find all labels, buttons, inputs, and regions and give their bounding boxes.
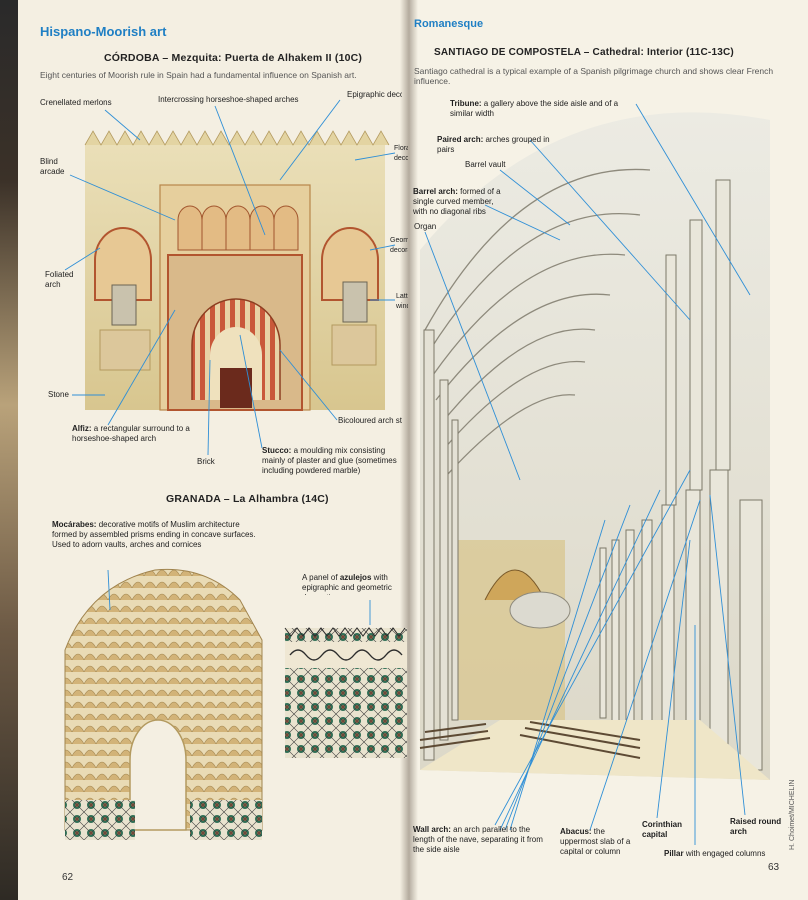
book-edge-background: [0, 0, 18, 900]
abacus-text: the uppermost slab of a capital or colum…: [560, 827, 631, 856]
label-wall-arch: Wall arch: an arch parallel to the lengt…: [413, 825, 553, 855]
label-lattice: Lattice window: [396, 293, 408, 310]
stucco-term: Stucco:: [262, 446, 292, 455]
section-title-romanesque: Romanesque: [414, 18, 484, 30]
abacus-term: Abacus:: [560, 827, 592, 836]
label-stucco: Stucco: a moulding mix consisting mainly…: [262, 446, 407, 498]
label-bicoloured: Bicoloured arch stones: [338, 416, 402, 425]
paired-text: arches grouped in pairs: [437, 135, 550, 154]
label-mocarabes: Mocárabes: decorative motifs of Muslim a…: [52, 520, 262, 550]
azulejos-term: azulejos: [339, 573, 372, 582]
alfiz-term: Alfiz:: [72, 424, 92, 433]
tribune-text: a gallery above the side aisle and of a …: [450, 99, 619, 118]
label-alfiz: Alfiz: a rectangular surround to a horse…: [72, 424, 202, 444]
label-foliated-arch: Foliated arch: [45, 270, 74, 289]
label-brick: Brick: [197, 457, 215, 466]
azulejos-post: with epigraphic and geometric decoration: [302, 573, 392, 595]
label-organ: Organ: [414, 222, 437, 231]
page-number-right: 63: [768, 862, 780, 873]
section-title-hispano-moorish: Hispano-Moorish art: [40, 24, 167, 39]
page-number-left: 62: [62, 872, 74, 883]
pillar-text: with engaged columns: [685, 849, 766, 858]
barrel-arch-term: Barrel arch:: [413, 187, 458, 196]
label-corinthian-capital: Corinthian capital: [642, 820, 682, 839]
label-geometric: Geometric decoration: [390, 237, 408, 254]
label-stone: Stone: [48, 390, 69, 399]
label-paired-arch: Paired arch: arches grouped in pairs: [437, 135, 557, 155]
label-tribune: Tribune: a gallery above the side aisle …: [450, 99, 640, 119]
illustration-credit: H. Choimet/MICHELIN: [789, 779, 796, 850]
label-intercrossing-arches: Intercrossing horseshoe-shaped arches: [158, 95, 299, 104]
label-blind-arcade: Blind arcade: [40, 157, 65, 176]
label-barrel-vault: Barrel vault: [465, 160, 506, 169]
label-crenellated-merlons: Crenellated merlons: [40, 98, 112, 107]
cordoba-intro: Eight centuries of Moorish rule in Spain…: [40, 70, 357, 80]
label-raised-round-arch: Raised round arch: [730, 817, 782, 836]
wall-arch-term: Wall arch:: [413, 825, 451, 834]
label-abacus: Abacus: the uppermost slab of a capital …: [560, 827, 636, 857]
label-azulejos: A panel of azulejos with epigraphic and …: [302, 573, 407, 595]
granada-heading: GRANADA – La Alhambra (14C): [166, 493, 329, 505]
azulejos-pre: A panel of: [302, 573, 338, 582]
santiago-intro: Santiago cathedral is a typical example …: [414, 66, 774, 86]
santiago-heading: SANTIAGO DE COMPOSTELA – Cathedral: Inte…: [434, 47, 734, 58]
label-pillar: Pillar with engaged columns: [664, 849, 789, 859]
label-floral: Floral decoration: [394, 145, 408, 162]
pillar-term: Pillar: [664, 849, 684, 858]
stucco-text: a moulding mix consisting mainly of plas…: [262, 446, 397, 475]
label-epigraphic: Epigraphic decoration: [347, 90, 402, 99]
barrel-arch-text: formed of a single curved member, with n…: [413, 187, 501, 216]
cordoba-heading: CÓRDOBA – Mezquita: Puerta de Alhakem II…: [104, 52, 363, 64]
tribune-term: Tribune:: [450, 99, 482, 108]
wall-arch-text: an arch parallel to the length of the na…: [413, 825, 543, 854]
mocarabes-text: decorative motifs of Muslim architecture…: [52, 520, 256, 549]
mocarabes-term: Mocárabes:: [52, 520, 97, 529]
paired-term: Paired arch:: [437, 135, 484, 144]
label-barrel-arch: Barrel arch: formed of a single curved m…: [413, 187, 505, 217]
alfiz-text: a rectangular surround to a horseshoe-sh…: [72, 424, 190, 443]
